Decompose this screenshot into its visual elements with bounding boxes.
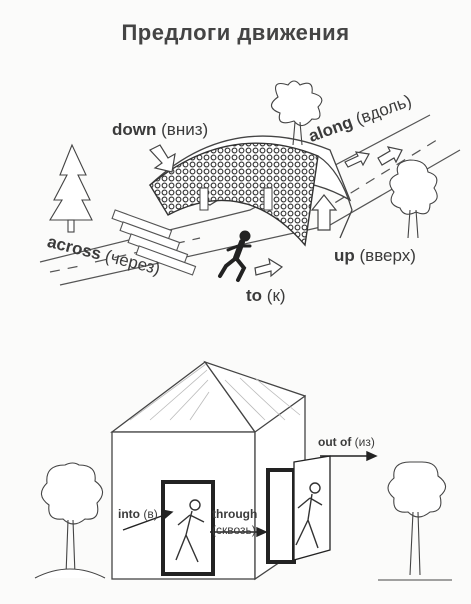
label-down-ru: (вниз) xyxy=(161,120,209,139)
walking-figure-door xyxy=(175,499,205,563)
crosswalk xyxy=(111,209,197,276)
label-up: up (вверх) xyxy=(334,246,416,266)
label-into: into (в) xyxy=(118,507,158,521)
page-title: Предлоги движения xyxy=(121,20,350,45)
label-through-en: through xyxy=(212,507,258,521)
label-up-ru: (вверх) xyxy=(359,246,416,265)
tree-right-bottom xyxy=(378,461,452,581)
label-out-of-ru: (из) xyxy=(354,435,375,449)
runner-figure xyxy=(218,230,252,282)
label-out-of: out of (из) xyxy=(318,435,375,449)
label-up-en: up xyxy=(334,246,355,265)
tree-right-mid xyxy=(389,159,438,239)
label-to: to (к) xyxy=(246,286,286,306)
tree-right-top xyxy=(270,80,323,146)
label-to-ru: (к) xyxy=(266,286,286,305)
arrows-top xyxy=(149,144,403,278)
house-arrows xyxy=(122,450,378,538)
label-to-en: to xyxy=(246,286,263,305)
bridge xyxy=(148,135,353,247)
label-through: through (сквозь) xyxy=(212,506,257,538)
label-down: down (вниз) xyxy=(112,120,208,140)
tree-left-top xyxy=(49,143,93,233)
side-door xyxy=(266,455,331,564)
label-out-of-en: out of xyxy=(318,435,352,449)
walking-figure-out xyxy=(295,482,323,549)
label-down-en: down xyxy=(112,120,157,139)
label-into-en: into xyxy=(118,507,140,521)
label-through-ru: (сквозь) xyxy=(212,523,256,537)
tree-left-bottom xyxy=(34,462,106,579)
label-into-ru: (в) xyxy=(143,507,158,521)
